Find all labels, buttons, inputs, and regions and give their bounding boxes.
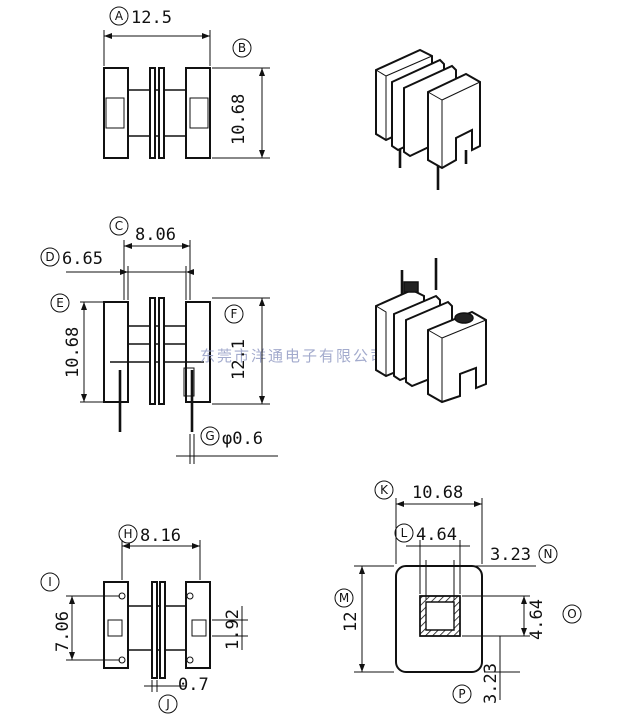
dim-l-value: 4.64 <box>416 525 457 545</box>
dim-h: H 8.16 <box>118 524 201 580</box>
dim-i: I 7.06 <box>40 572 120 661</box>
marker-n-text: N <box>544 547 553 561</box>
marker-h <box>118 524 138 544</box>
marker-f <box>224 304 244 324</box>
dim-h-value: 8.16 <box>140 526 181 546</box>
dim-192: 1.92 <box>212 606 248 650</box>
marker-b-text: B <box>238 41 246 55</box>
dim-p: 3.23 P <box>452 635 520 704</box>
front-view-2 <box>103 297 211 432</box>
watermark: 东莞市洋通电子有限公司 <box>200 347 387 365</box>
marker-g <box>200 426 220 446</box>
marker-o <box>562 604 582 624</box>
marker-j-text: J <box>165 697 170 711</box>
dim-k: K 10.68 <box>374 480 483 564</box>
isometric-view-1 <box>375 48 481 190</box>
top-view <box>395 565 483 673</box>
dim-f: F 12.1 <box>212 297 270 405</box>
dim-c: C 8.06 <box>109 216 191 300</box>
marker-n <box>538 544 558 564</box>
marker-d <box>40 247 60 267</box>
dim-192-value: 1.92 <box>223 609 243 650</box>
dim-j: 0.7 J <box>144 675 209 714</box>
dim-n-value: 3.23 <box>490 545 531 565</box>
marker-g-text: G <box>205 429 214 443</box>
marker-m-text: M <box>339 591 349 605</box>
marker-i <box>40 572 60 592</box>
marker-c <box>109 216 129 236</box>
dim-j-value: 0.7 <box>178 675 209 695</box>
dim-n: 3.23 N <box>425 544 558 600</box>
dim-a: A 12.5 <box>103 6 211 66</box>
dim-m-value: 12 <box>341 612 361 632</box>
dim-d-value: 6.65 <box>62 249 103 269</box>
dim-i-value: 7.06 <box>53 611 73 652</box>
dim-e-value: 10.68 <box>63 327 83 378</box>
marker-i-text: I <box>48 575 52 589</box>
dim-e: E 10.68 <box>50 293 104 403</box>
dim-o-value: 4.64 <box>527 599 547 640</box>
isometric-view-2 <box>375 258 487 404</box>
dim-g-value: φ0.6 <box>222 429 263 449</box>
dim-k-value: 10.68 <box>412 483 463 503</box>
dim-d: D 6.65 <box>40 247 194 300</box>
dim-m: M 12 <box>334 565 394 673</box>
marker-k <box>374 480 394 500</box>
marker-m <box>334 588 354 608</box>
dim-b: B 10.68 <box>212 38 270 159</box>
marker-p-text: P <box>458 687 465 701</box>
marker-c-text: C <box>115 219 123 233</box>
front-view-1 <box>103 67 211 159</box>
marker-l <box>394 523 414 543</box>
dim-l: L 4.64 <box>394 523 470 594</box>
dim-b-value: 10.68 <box>229 94 249 145</box>
dim-p-value: 3.23 <box>481 663 501 704</box>
marker-h-text: H <box>123 527 132 541</box>
marker-b <box>232 38 252 58</box>
marker-a <box>109 6 129 26</box>
dim-g: G φ0.6 <box>176 426 278 464</box>
marker-j <box>158 694 178 714</box>
marker-f-text: F <box>231 307 238 321</box>
marker-o-text: O <box>567 607 576 621</box>
marker-e-text: E <box>56 296 64 310</box>
marker-l-text: L <box>401 526 408 540</box>
dim-c-value: 8.06 <box>135 225 176 245</box>
marker-p <box>452 684 472 704</box>
dim-f-value: 12.1 <box>229 339 249 380</box>
dim-a-value: 12.5 <box>131 8 172 28</box>
marker-e <box>50 293 70 313</box>
marker-a-text: A <box>115 9 124 23</box>
marker-k-text: K <box>380 483 389 497</box>
marker-d-text: D <box>45 250 54 264</box>
